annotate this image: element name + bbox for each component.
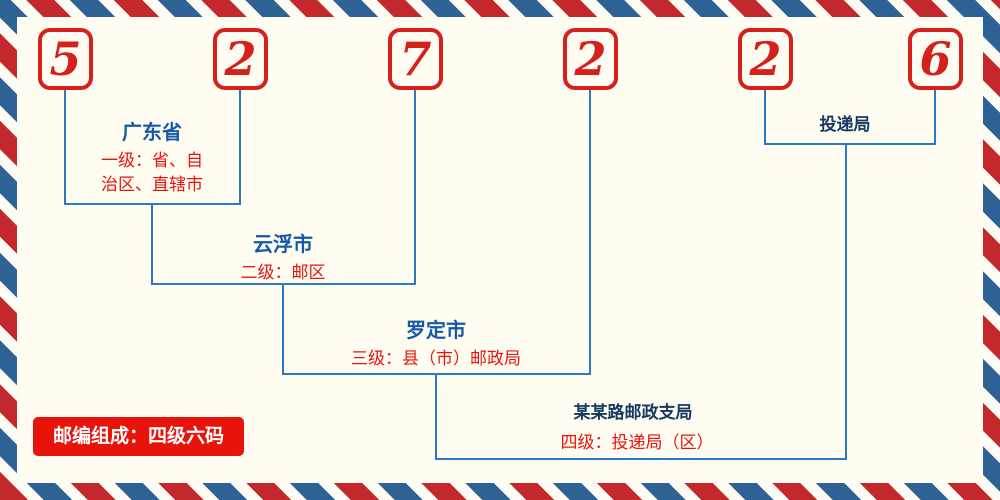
level2-desc: 二级：邮区: [240, 263, 326, 283]
delivery-bureau-label: 投递局: [819, 115, 871, 135]
postal-digit-box-2: 2: [213, 28, 268, 90]
level1-desc-line2: 治区、直辖市: [101, 175, 203, 195]
connector-digit4-drop: [589, 90, 591, 375]
envelope-background: [17, 17, 983, 483]
postal-digit-box-5: 2: [738, 28, 793, 90]
cascade-level3-to-4: [435, 373, 437, 460]
postal-digit-box-6: 6: [908, 28, 963, 90]
postal-digit-box-3: 7: [388, 28, 443, 90]
level2-place-name: 云浮市: [253, 232, 313, 256]
connector-delivery-drop: [845, 143, 847, 460]
level4-place-name: 某某路邮政支局: [573, 403, 693, 423]
composition-badge: 邮编组成：四级六码: [33, 417, 245, 456]
connector-digit5-drop: [764, 90, 766, 145]
cascade-level1-to-2: [151, 203, 153, 285]
connector-digit2-drop: [239, 90, 241, 205]
connector-digit6-drop: [934, 90, 936, 145]
bracket-level4-bottom: [435, 458, 847, 460]
level3-place-name: 罗定市: [406, 318, 466, 342]
connector-digit3-drop: [414, 90, 416, 285]
cascade-level2-to-3: [282, 283, 284, 375]
postal-digit-box-1: 5: [38, 28, 93, 90]
bracket-delivery-bottom: [764, 143, 936, 145]
postal-digit-box-4: 2: [563, 28, 618, 90]
level1-place-name: 广东省: [122, 120, 182, 144]
level1-desc-line1: 一级：省、自: [101, 151, 203, 171]
connector-digit1-drop: [64, 90, 66, 205]
level3-desc: 三级：县（市）邮政局: [351, 349, 521, 369]
level4-desc: 四级：投递局（区）: [560, 433, 714, 453]
